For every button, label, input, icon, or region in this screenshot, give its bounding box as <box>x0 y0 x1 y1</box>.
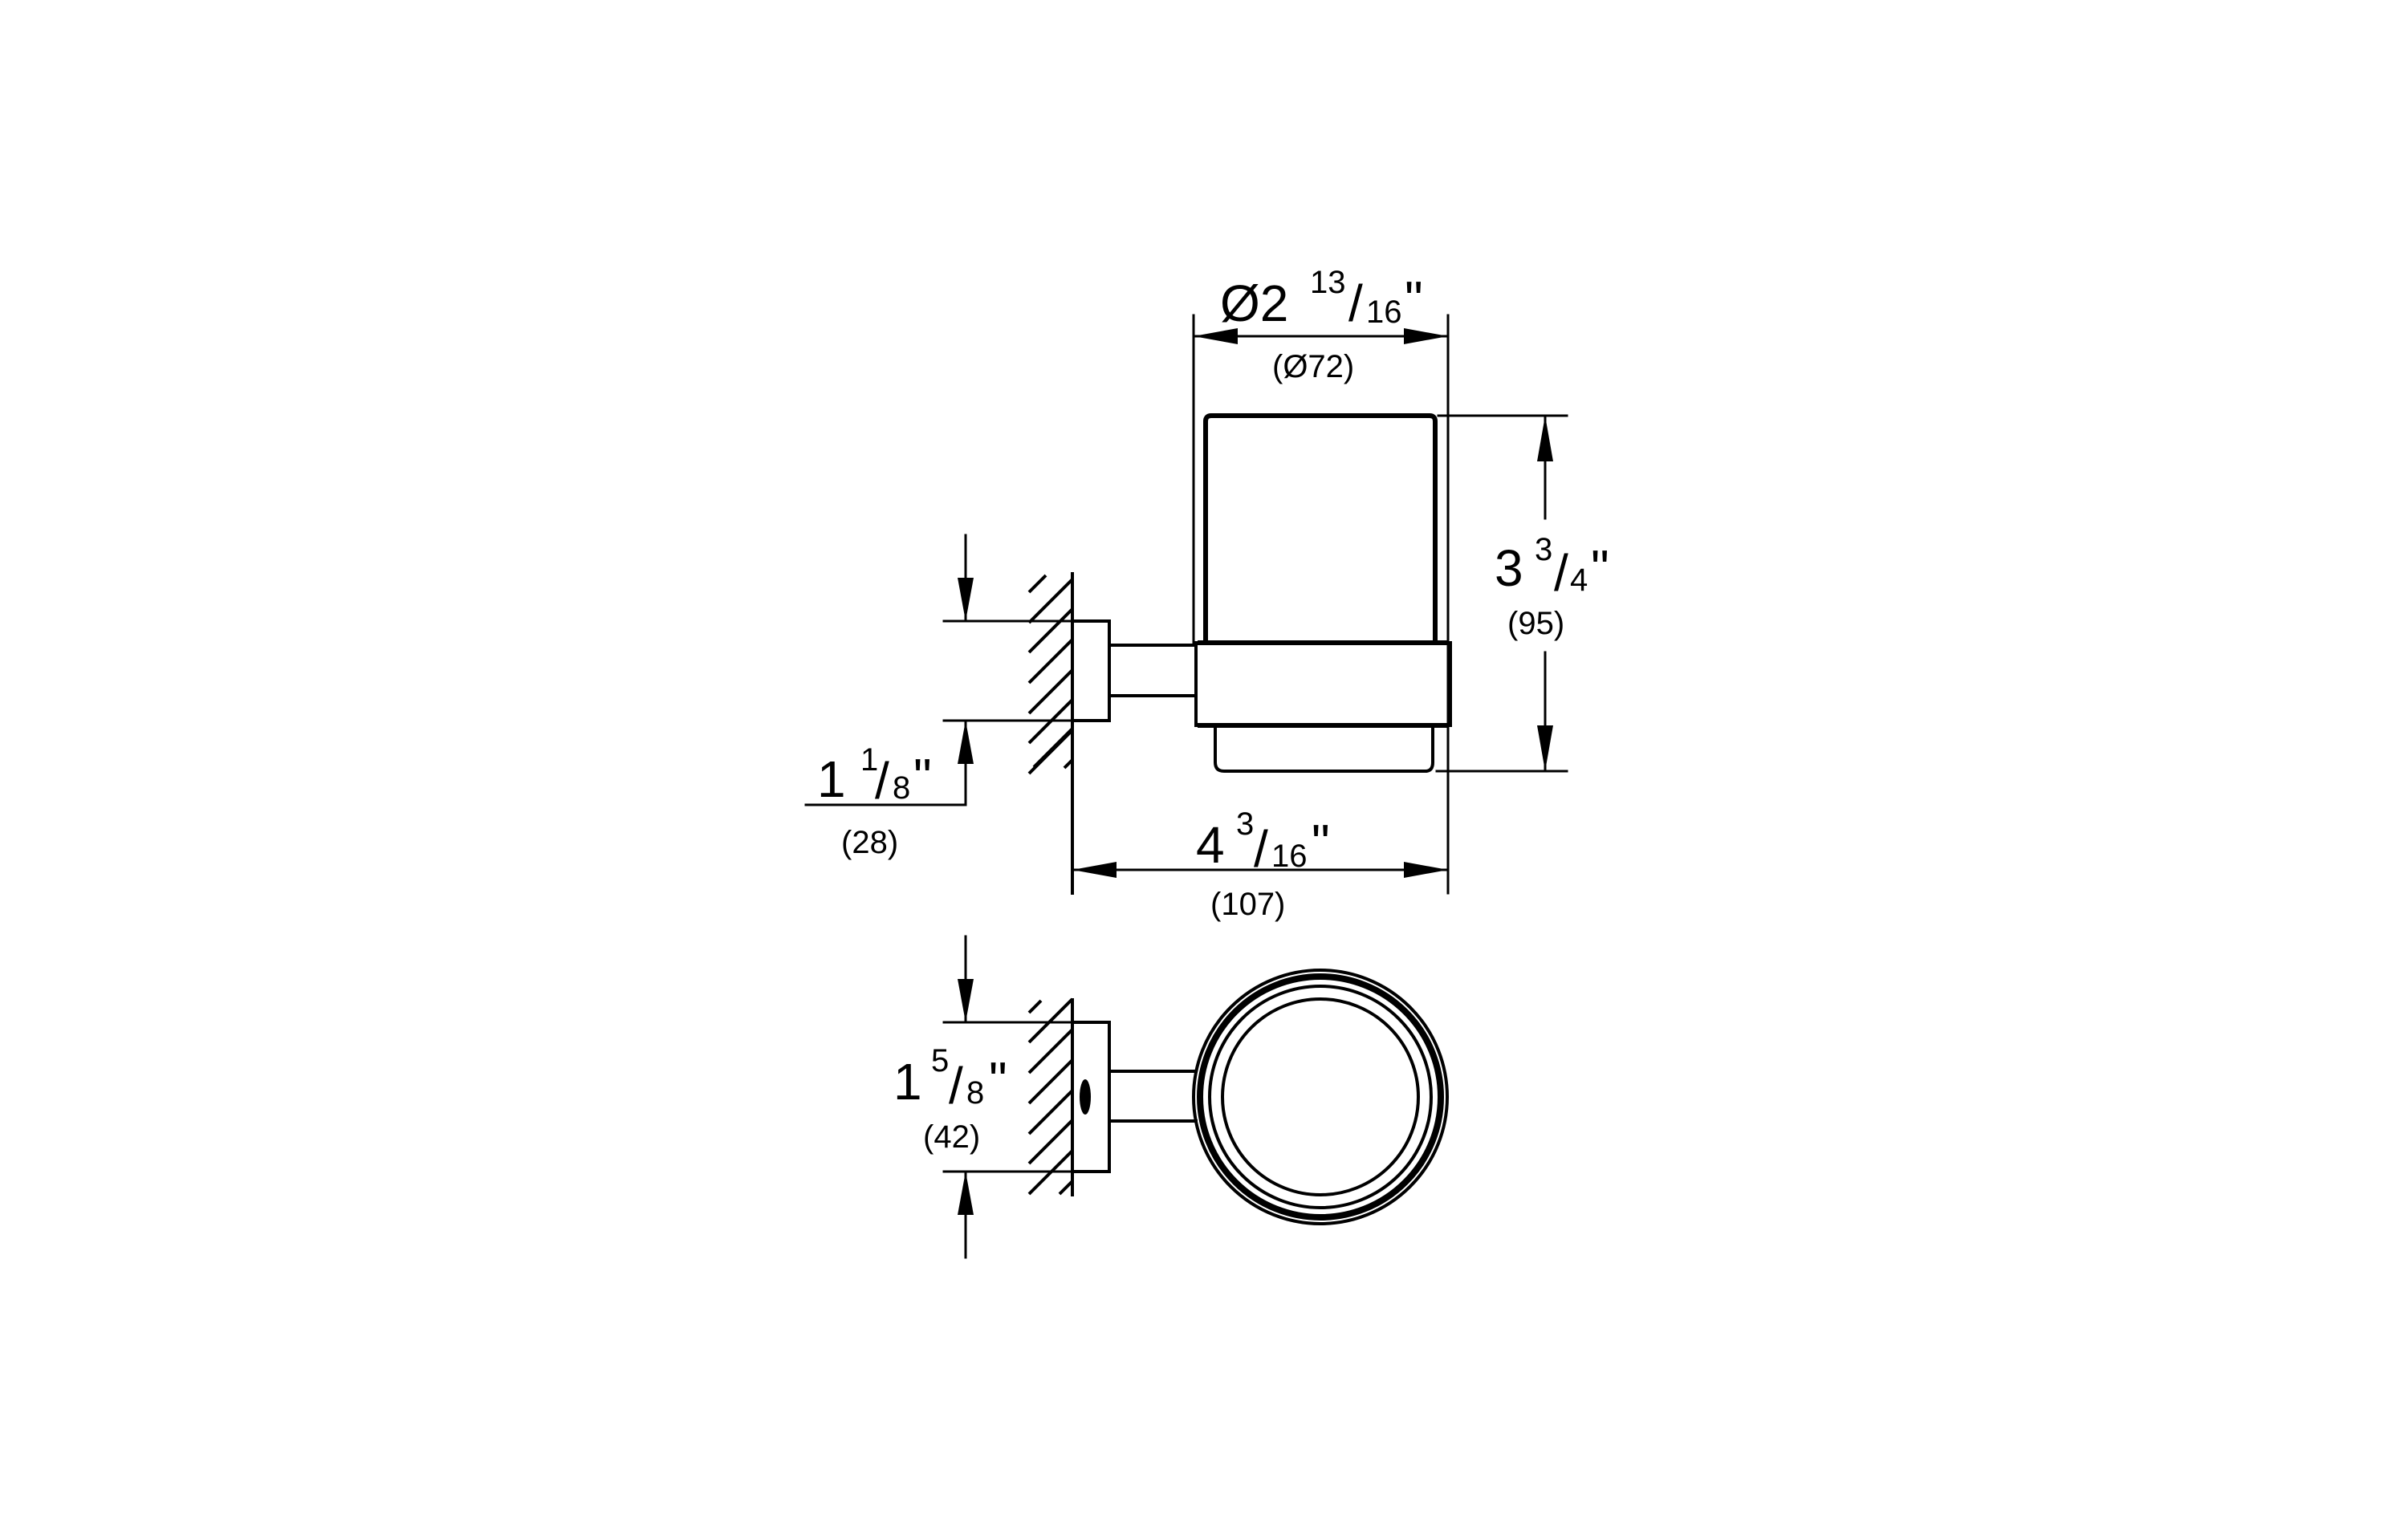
flange-top-dimension: 1 5 / 8 " (42) <box>893 935 1074 1259</box>
wall-flange <box>1071 1021 1111 1173</box>
diameter-denominator: 16 <box>1366 294 1402 330</box>
top-view: 1 5 / 8 " (42) <box>893 935 1449 1259</box>
projection-inch-mark: " <box>1312 814 1330 871</box>
height-whole: 3 <box>1495 539 1523 597</box>
glass-base <box>1214 726 1434 773</box>
projection-numerator: 3 <box>1236 806 1254 842</box>
flange-side-slash: / <box>875 752 889 810</box>
flange-side-metric: (28) <box>841 825 898 860</box>
flange-side-numerator: 1 <box>860 742 878 778</box>
height-dimension: 3 3 / 4 " (95) <box>1435 414 1609 773</box>
projection-slash: / <box>1254 820 1268 878</box>
projection-dimension: 4 3 / 16 " (107) <box>1071 806 1450 922</box>
flange-top-numerator: 5 <box>931 1043 949 1078</box>
diameter-numerator: 13 <box>1310 265 1346 300</box>
height-denominator: 4 <box>1570 563 1588 598</box>
diameter-dimension: Ø2 13 / 16 " (Ø72) <box>1192 265 1450 895</box>
projection-whole: 4 <box>1196 816 1225 874</box>
diameter-inch-mark: " <box>1405 270 1423 328</box>
flange-top-metric: (42) <box>923 1119 980 1155</box>
flange-side-denominator: 8 <box>893 770 910 806</box>
height-inch-mark: " <box>1591 539 1609 597</box>
projection-metric: (107) <box>1210 887 1285 922</box>
flange-top-inch-mark: " <box>989 1051 1007 1109</box>
projection-denominator: 16 <box>1271 839 1308 874</box>
holder-band <box>1194 641 1452 727</box>
logo-icon <box>1080 1079 1091 1115</box>
side-view: Ø2 13 / 16 " (Ø72) 3 3 / 4 " (95) <box>804 265 1609 922</box>
wall-flange <box>1071 619 1111 722</box>
diameter-metric: (Ø72) <box>1272 349 1354 384</box>
diameter-slash: / <box>1348 274 1363 332</box>
height-metric: (95) <box>1507 606 1564 641</box>
height-numerator: 3 <box>1535 532 1552 567</box>
wall-hatch-icon <box>1027 997 1074 1196</box>
flange-top-denominator: 8 <box>966 1075 984 1111</box>
flange-side-dimension: 1 1 / 8 " (28) <box>804 534 1074 860</box>
flange-side-inch-mark: " <box>913 748 932 806</box>
tumbler-ring <box>1192 969 1449 1225</box>
flange-side-whole: 1 <box>817 750 846 808</box>
glass-outline <box>1203 413 1438 640</box>
flange-top-slash: / <box>949 1057 963 1115</box>
diameter-whole: Ø2 <box>1220 274 1288 332</box>
flange-top-whole: 1 <box>893 1053 922 1111</box>
height-slash: / <box>1554 544 1568 602</box>
